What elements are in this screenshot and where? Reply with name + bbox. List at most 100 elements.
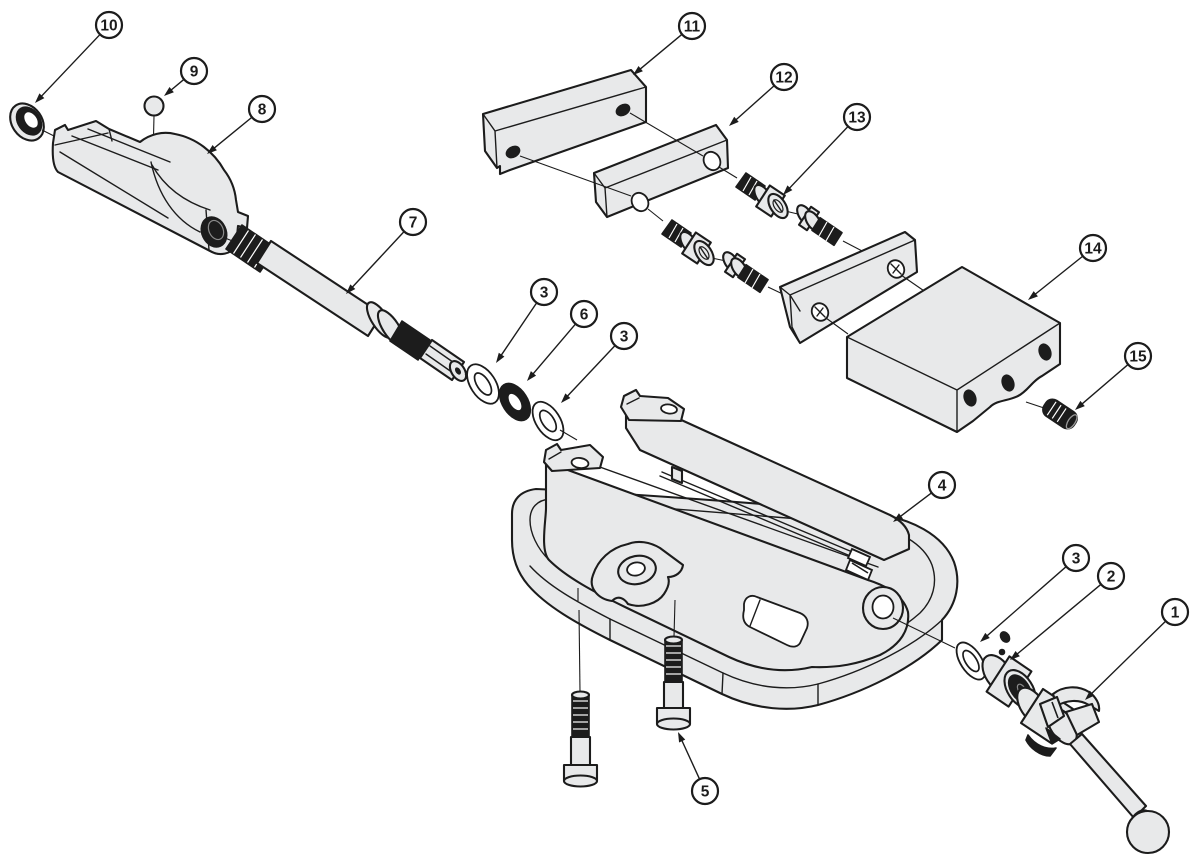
leader-line — [984, 566, 1067, 638]
callout-balloon — [769, 62, 799, 92]
callout-number: 15 — [1129, 349, 1147, 366]
leader-arrowhead — [346, 284, 356, 294]
part-nut-ball — [143, 95, 165, 159]
leader-arrowhead — [1085, 690, 1095, 700]
leader-line — [680, 738, 701, 780]
leader-arrowhead — [561, 393, 571, 403]
leader-line — [168, 78, 185, 93]
callout-4-vise-body: 4 — [893, 470, 957, 522]
part-cap-screws — [562, 635, 692, 788]
callout-number: 3 — [620, 329, 629, 346]
leader-arrowhead — [496, 352, 505, 363]
part-thrust-washer — [498, 382, 532, 422]
leader-arrowhead — [1010, 650, 1020, 660]
part-fixed-jaw-block — [845, 265, 1062, 434]
callout-9-nut-ball: 9 — [164, 56, 209, 96]
callout-3-washer: 3 — [496, 277, 559, 363]
callout-number: 13 — [848, 110, 866, 127]
leader-arrowhead — [893, 513, 904, 522]
leader-line — [898, 492, 933, 519]
callout-balloon — [1123, 341, 1153, 371]
leader-arrowhead — [1028, 291, 1038, 300]
part-lead-screw — [225, 224, 472, 382]
part-movable-jaw — [51, 119, 250, 256]
callout-3-washer: 3 — [980, 543, 1091, 642]
leader-line — [531, 323, 577, 377]
callout-balloon — [247, 94, 277, 124]
callout-balloon — [1061, 543, 1091, 573]
leader-line — [211, 116, 253, 151]
leader-arrowhead — [678, 732, 686, 743]
callout-balloon — [677, 11, 707, 41]
callout-layer: 10 9 8 7 3 6 3 11 12 13 14 15 4 5 3 2 1 — [35, 10, 1190, 806]
part-retaining-ring — [9, 102, 57, 142]
callout-number: 3 — [540, 285, 549, 302]
callout-13-socket-head-screws: 13 — [783, 102, 872, 195]
part-handle — [1016, 686, 1171, 855]
callout-number: 5 — [701, 784, 710, 801]
callout-7-lead-screw: 7 — [346, 207, 428, 294]
callout-balloon — [690, 776, 720, 806]
callout-number: 1 — [1171, 605, 1180, 622]
callout-number: 2 — [1107, 569, 1116, 586]
callout-balloon — [842, 102, 872, 132]
part-vise-body — [510, 388, 959, 710]
leader-line — [499, 302, 538, 358]
callout-balloon — [529, 277, 559, 307]
callout-balloon — [609, 321, 639, 351]
leader-line — [1014, 583, 1102, 657]
leader-arrowhead — [729, 116, 739, 126]
leader-line — [39, 33, 101, 99]
callout-5-cap-screws: 5 — [678, 732, 720, 806]
part-washer-a — [466, 363, 500, 405]
callout-balloon — [1096, 561, 1126, 591]
callout-8-movable-jaw: 8 — [207, 94, 277, 154]
callout-balloon — [1078, 233, 1108, 263]
callout-number: 9 — [190, 64, 199, 81]
callout-1-handle: 1 — [1085, 597, 1190, 700]
leader-line — [637, 33, 683, 72]
callout-14-fixed-jaw-block: 14 — [1028, 233, 1108, 300]
leader-arrowhead — [1075, 400, 1085, 410]
leader-line — [787, 125, 849, 191]
part-jaw-plate-front — [592, 123, 730, 219]
callout-number: 6 — [580, 307, 589, 324]
callout-number: 8 — [258, 102, 267, 119]
leader-arrowhead — [35, 93, 45, 103]
part-washer-b — [531, 400, 578, 442]
callout-balloon — [569, 299, 599, 329]
callout-15-set-screw: 15 — [1075, 341, 1153, 410]
callout-number: 7 — [409, 215, 418, 232]
callout-balloon — [94, 10, 124, 40]
callout-11-jaw-insert-block: 11 — [633, 11, 707, 75]
part-jaw-insert-block — [481, 68, 648, 176]
leader-arrowhead — [633, 65, 643, 75]
leader-line — [1079, 363, 1129, 406]
callout-balloon — [398, 207, 428, 237]
part-rear-jaw-plate — [778, 230, 931, 345]
callout-balloon — [927, 470, 957, 500]
part-washer-c — [955, 631, 1011, 681]
callout-3-washer: 3 — [561, 321, 639, 403]
leader-line — [1033, 255, 1084, 297]
leader-arrowhead — [783, 185, 793, 195]
leader-arrowhead — [980, 632, 990, 642]
leader-arrowhead — [207, 145, 217, 154]
part-socket-screws — [519, 112, 888, 309]
callout-balloon — [179, 56, 209, 86]
callout-number: 4 — [938, 478, 947, 495]
callout-2-collar: 2 — [1010, 561, 1126, 660]
callout-12-jaw-plate: 12 — [729, 62, 799, 126]
leader-line — [565, 344, 616, 399]
leader-line — [733, 85, 775, 122]
callout-number: 12 — [775, 70, 792, 87]
callout-balloon — [1160, 597, 1190, 627]
leader-arrowhead — [527, 371, 537, 381]
callout-number: 3 — [1072, 551, 1081, 568]
callout-number: 14 — [1084, 241, 1102, 258]
callout-number: 11 — [684, 19, 701, 36]
callout-number: 10 — [100, 18, 117, 35]
part-set-screw — [1025, 398, 1078, 430]
